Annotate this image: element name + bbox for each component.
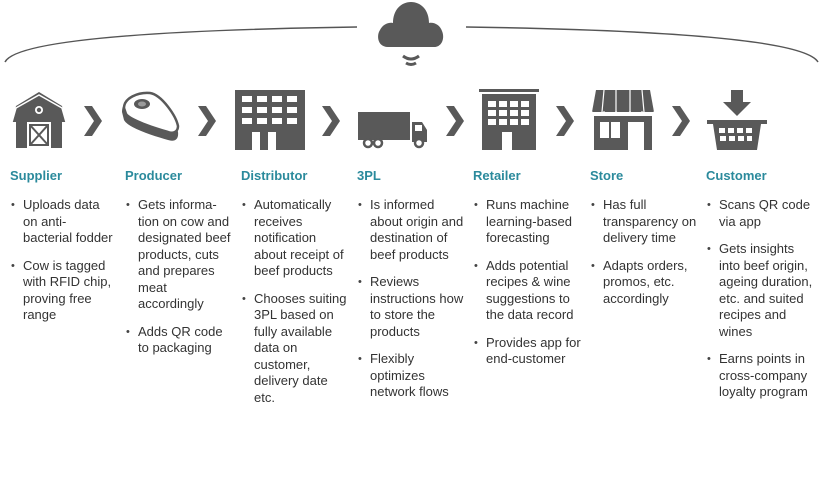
stage-producer: Producer Gets informa-tion on cow and de… bbox=[125, 168, 233, 368]
stage-bullet: Earns points in cross-company loyalty pr… bbox=[707, 351, 814, 401]
barn-icon bbox=[11, 92, 67, 148]
stage-title: Store bbox=[590, 168, 624, 183]
connection-arc bbox=[4, 26, 819, 63]
storefront-icon bbox=[591, 89, 655, 150]
stage-bullet: Automatically receives notification abou… bbox=[242, 197, 349, 280]
stage-bullet: Adapts orders, promos, etc. accordingly bbox=[591, 258, 698, 308]
stage-title: Producer bbox=[125, 168, 183, 183]
stage-bullet: Runs machine learning-based forecasting bbox=[474, 197, 585, 247]
stage-bullet: Reviews instructions how to store the pr… bbox=[358, 274, 467, 340]
chevron-right-icon bbox=[672, 106, 690, 136]
office-building-icon bbox=[479, 89, 539, 150]
stage-bullet: Gets informa-tion on cow and designated … bbox=[126, 197, 233, 313]
stage-bullet: Cow is tagged with RFID chip, proving fr… bbox=[11, 258, 115, 324]
stage-bullet: Scans QR code via app bbox=[707, 197, 814, 230]
wireless-signal-icon bbox=[402, 54, 420, 61]
building-icon bbox=[235, 90, 305, 150]
cloud-icon bbox=[378, 2, 444, 66]
steak-icon bbox=[122, 91, 180, 141]
shopping-basket-icon bbox=[707, 90, 767, 150]
stage-title: Customer bbox=[706, 168, 767, 183]
stage-bullet: Gets insights into beef origin, ageing d… bbox=[707, 241, 814, 340]
stage-bullet: Is informed about origin and destination… bbox=[358, 197, 467, 263]
stage-retailer: Retailer Runs machine learning-based for… bbox=[473, 168, 585, 379]
stage-bullet: Adds QR code to packaging bbox=[126, 324, 233, 357]
stage-title: Retailer bbox=[473, 168, 521, 183]
stage-title: 3PL bbox=[357, 168, 381, 183]
chevron-right-icon bbox=[556, 106, 574, 136]
stage-bullet: Adds potential recipes & wine suggestion… bbox=[474, 258, 585, 324]
stage-customer: Customer Scans QR code via app Gets insi… bbox=[706, 168, 814, 412]
stage-bullet: Uploads data on anti-bacterial fodder bbox=[11, 197, 115, 247]
stage-bullet: Flexibly optimizes network flows bbox=[358, 351, 467, 401]
stage-store: Store Has full transparency on delivery … bbox=[590, 168, 698, 318]
stage-title: Distributor bbox=[241, 168, 308, 183]
chevron-right-icon bbox=[322, 106, 340, 136]
stage-distributor: Distributor Automatically receives notif… bbox=[241, 168, 349, 417]
stage-bullet: Chooses suiting 3PL based on fully avail… bbox=[242, 291, 349, 407]
chevron-right-icon bbox=[198, 106, 216, 136]
arrow-down-icon bbox=[723, 90, 751, 116]
stage-3pl: 3PL Is informed about origin and destina… bbox=[357, 168, 467, 412]
stage-title: Supplier bbox=[10, 168, 63, 183]
chevron-right-icon bbox=[84, 106, 102, 136]
stage-supplier: Supplier Uploads data on anti-bacterial … bbox=[10, 168, 115, 335]
stage-bullet: Provides app for end-customer bbox=[474, 335, 585, 368]
truck-icon bbox=[358, 112, 427, 149]
stage-bullet: Has full transparency on delivery time bbox=[591, 197, 698, 247]
chevron-right-icon bbox=[446, 106, 464, 136]
